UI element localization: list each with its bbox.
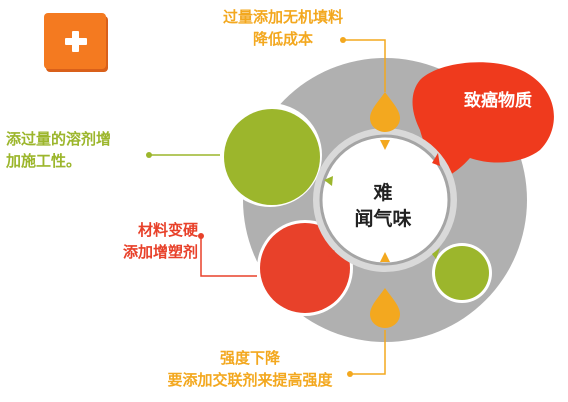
gold-drop-top: [370, 92, 400, 132]
arrow-top-right: [432, 153, 440, 166]
connector-middle: [200, 236, 257, 277]
arrow-bottom-right: [432, 248, 440, 259]
red-blob-text: 致癌物质: [464, 91, 532, 111]
red-blob-label: 致癌物质: [438, 89, 558, 113]
issue-left-line2: 加施工性。: [6, 152, 82, 170]
connector-top: [345, 39, 386, 92]
center-line1: 难: [373, 182, 393, 204]
issue-middle-line1: 材料变硬: [137, 221, 198, 239]
arrow-top: [380, 140, 390, 150]
red-blob: [412, 62, 554, 180]
issue-middle-line2: 添加增塑剂: [122, 243, 198, 261]
green-circle-left: [224, 109, 320, 205]
arrow-left: [324, 176, 333, 186]
issue-middle-label: 材料变硬 添加增塑剂: [88, 219, 198, 263]
issue-bottom-line2: 要添加交联剂来提高强度: [167, 371, 333, 389]
issue-bottom-line1: 强度下降: [219, 349, 280, 367]
connector-bottom: [352, 330, 386, 375]
arrow-bottom: [380, 252, 390, 262]
issue-bottom-label: 强度下降 要添加交联剂来提高强度: [140, 347, 360, 391]
red-circle-lower-left: [260, 223, 350, 313]
issue-top-line2: 降低成本: [252, 30, 313, 48]
issue-left-label: 添过量的溶剂增 加施工性。: [6, 128, 146, 172]
gold-drop-bottom: [370, 288, 400, 328]
issue-top-line1: 过量添加无机填料: [222, 8, 343, 26]
plus-icon: [44, 13, 106, 69]
issue-left-line1: 添过量的溶剂增: [6, 130, 112, 148]
center-line2: 闻气味: [354, 208, 412, 230]
issue-top-label: 过量添加无机填料 降低成本: [198, 6, 368, 50]
green-circle-small: [435, 246, 489, 300]
center-circle-inner: [319, 134, 451, 266]
arrow-bottom-left: [328, 250, 338, 258]
center-label: 难 闻气味: [340, 180, 426, 232]
